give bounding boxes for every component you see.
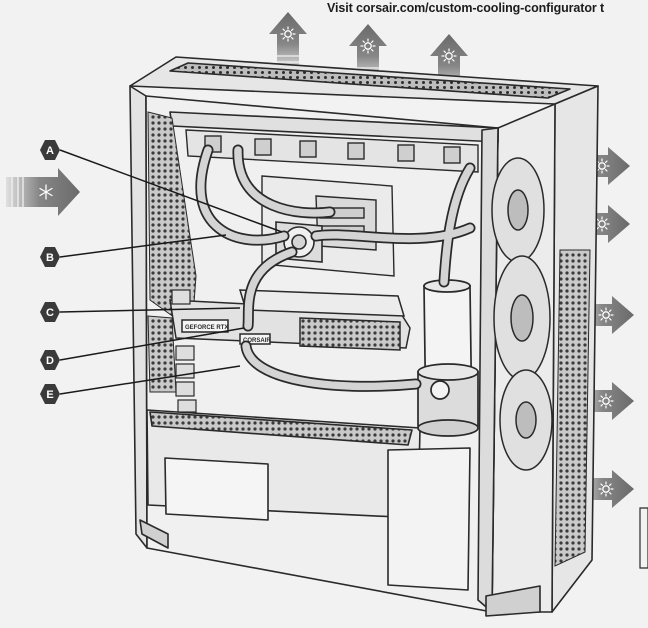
gpu-card xyxy=(169,289,411,351)
svg-text:E: E xyxy=(46,389,53,401)
gpu-brand-label: CORSAIR xyxy=(243,338,271,344)
callout-d: D xyxy=(40,350,60,370)
svg-text:B: B xyxy=(46,252,54,264)
edge-partial-graphic xyxy=(639,507,648,569)
callout-e: E xyxy=(40,384,60,404)
pump-reservoir xyxy=(417,279,479,437)
expansion-slots xyxy=(171,289,197,413)
callout-lines xyxy=(59,149,283,395)
coolant-tubing xyxy=(195,144,476,392)
svg-text:D: D xyxy=(46,355,54,367)
intake-arrow-left xyxy=(6,168,80,216)
gpu-model-label: GEFORCE RTX xyxy=(185,325,228,331)
snowflake-icon xyxy=(39,184,53,200)
front-fans xyxy=(491,157,553,471)
right-side-mesh xyxy=(554,249,591,567)
callout-b: B xyxy=(40,247,60,267)
configurator-url-caption: Visit corsair.com/custom-cooling-configu… xyxy=(327,1,605,15)
rear-io-mesh xyxy=(147,315,177,393)
callout-c: C xyxy=(40,302,60,322)
svg-text:C: C xyxy=(46,307,54,319)
svg-text:A: A xyxy=(46,145,54,157)
callout-a: A xyxy=(40,140,60,160)
